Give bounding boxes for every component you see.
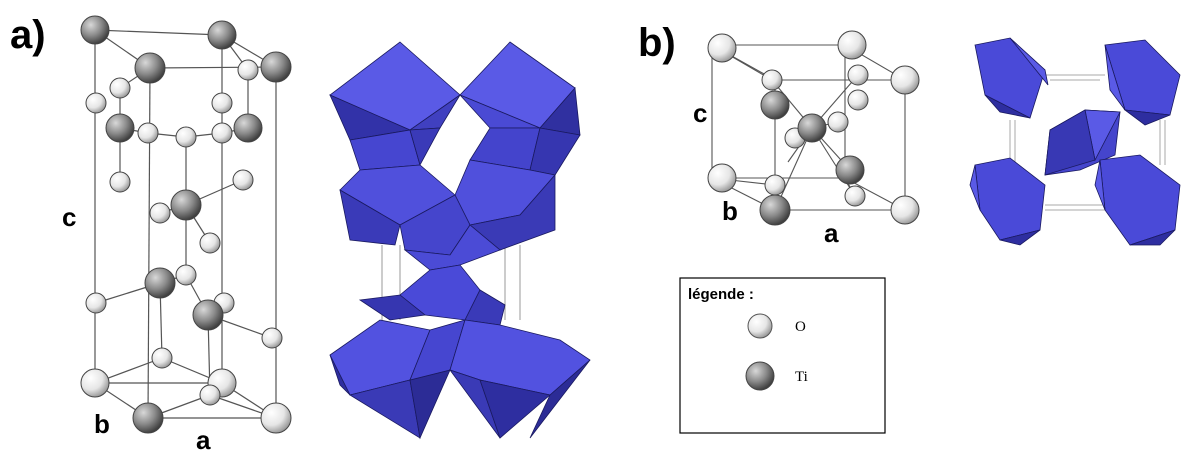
o-atom <box>261 327 283 349</box>
panel-a-label: a) <box>10 13 46 57</box>
o-atom <box>844 185 866 207</box>
o-atom <box>232 169 254 191</box>
ti-atom <box>192 299 224 331</box>
ti-atom <box>233 113 263 143</box>
svg-text:b): b) <box>638 21 676 65</box>
o-atom <box>211 122 233 144</box>
axis-b-label: b <box>722 196 738 226</box>
titanium-symbol <box>745 361 775 391</box>
o-atom <box>847 64 869 86</box>
svg-text:a): a) <box>10 13 46 57</box>
ti-atom <box>170 189 202 221</box>
axis-c-label: c <box>62 202 76 232</box>
ti-atom <box>260 51 292 83</box>
o-atom <box>211 92 233 114</box>
axis-b-label: b <box>94 409 110 439</box>
o-atom <box>149 202 171 224</box>
panel-b-polyhedra <box>969 37 1181 246</box>
axis-c-label: c <box>693 98 707 128</box>
o-atom <box>80 368 110 398</box>
o-atom <box>109 171 131 193</box>
ti-atom <box>132 402 164 434</box>
axis-a-label: a <box>196 425 211 454</box>
ti-atom <box>835 155 865 185</box>
legend-label-o: O <box>795 319 806 335</box>
o-atom <box>761 69 783 91</box>
axis-a-label: a <box>824 218 839 248</box>
panel-b-axis-labels: c b a <box>693 98 839 248</box>
o-atom <box>260 402 292 434</box>
panel-b-atoms <box>707 30 920 226</box>
o-atom <box>109 77 131 99</box>
panel-a-atoms <box>80 15 292 434</box>
o-atom <box>707 163 737 193</box>
panel-a-polyhedra <box>329 41 591 440</box>
ti-atom <box>134 52 166 84</box>
o-atom <box>151 347 173 369</box>
o-atom <box>707 33 737 63</box>
legend-box: légende : O Ti <box>679 277 886 434</box>
o-atom <box>199 384 221 406</box>
o-atom <box>827 111 849 133</box>
ti-atom <box>760 90 790 120</box>
o-atom <box>890 65 920 95</box>
o-atom <box>837 30 867 60</box>
o-atom <box>199 232 221 254</box>
oxygen-symbol <box>747 313 773 339</box>
o-atom <box>890 195 920 225</box>
legend-title: légende : <box>688 286 754 303</box>
o-atom <box>85 92 107 114</box>
ti-atom <box>144 267 176 299</box>
o-atom <box>175 126 197 148</box>
o-atom <box>764 174 786 196</box>
o-atom <box>85 292 107 314</box>
ti-atom <box>105 113 135 143</box>
panel-a-axis-labels: c b a <box>62 202 211 454</box>
legend-label-ti: Ti <box>795 369 808 385</box>
o-atom <box>847 89 869 111</box>
ti-atom <box>80 15 110 45</box>
o-atom <box>175 264 197 286</box>
o-atom <box>237 59 259 81</box>
ti-atom <box>207 20 237 50</box>
ti-atom <box>759 194 791 226</box>
ti-atom <box>797 113 827 143</box>
panel-b-label: b) <box>638 21 676 65</box>
o-atom <box>137 122 159 144</box>
